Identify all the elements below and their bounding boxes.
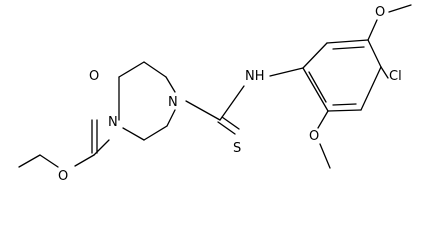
atom-o-methoxy-top: O	[375, 5, 385, 20]
bond-ar-methoxy-bottom-o	[317, 110, 329, 129]
bond-ar-c6-c1-inner	[308, 71, 327, 103]
atom-o-ester-ether: O	[58, 169, 68, 184]
bond-ar-c3-c4	[367, 39, 382, 68]
atom-n-carbamate: N	[108, 115, 118, 130]
bond-methoxy-top-ch3	[388, 4, 412, 13]
bond-ar-cl	[380, 66, 389, 79]
bond-ar-c2-c3-inner	[332, 46, 365, 50]
molecule-structure: O O N N NH S O O Cl	[18, 4, 412, 184]
bond-thiocarbonyl-c-nh	[219, 85, 245, 121]
bond-ring-c4-n2	[165, 76, 176, 93]
atom-cl: Cl	[389, 69, 402, 84]
bond-ring-c2-c3	[118, 61, 145, 78]
bond-ethyl-ch3	[18, 154, 41, 168]
bond-methoxy-bottom-ch3	[319, 143, 331, 169]
bond-thione-double-2	[221, 116, 240, 130]
bond-ring-c3-c4	[143, 61, 167, 78]
atom-nh: NH	[245, 69, 265, 84]
bond-ar-c1-c2	[302, 42, 328, 69]
bond-ar-c2-c3	[326, 39, 369, 44]
bond-ar-methoxy-top-o	[367, 19, 378, 41]
bond-ar-c4-c5	[360, 66, 382, 111]
bond-ring-n2-c5	[166, 109, 176, 127]
bond-ring-c5-c6	[143, 125, 168, 141]
bond-carbonyl-c-n	[93, 139, 110, 156]
atom-o-methoxy-bottom: O	[309, 129, 319, 144]
bond-o-carbonyl-c	[74, 154, 95, 167]
atom-o-ester-carbonyl: O	[89, 69, 99, 84]
bond-ar-c5-c6	[327, 109, 362, 112]
bond-ar-c6-c1	[302, 67, 329, 112]
bond-ring-c6-n1	[122, 127, 145, 141]
atom-s-thione: S	[233, 141, 241, 156]
atom-n-thioamide: N	[168, 95, 178, 110]
bond-ethyl-ch2-o	[39, 154, 59, 168]
bond-n2-thiocarbonyl-c	[185, 100, 221, 121]
bond-ar-c5-c6-inner	[332, 103, 357, 106]
bond-nh-aryl	[269, 67, 304, 77]
bond-thione-double-1	[217, 121, 236, 135]
